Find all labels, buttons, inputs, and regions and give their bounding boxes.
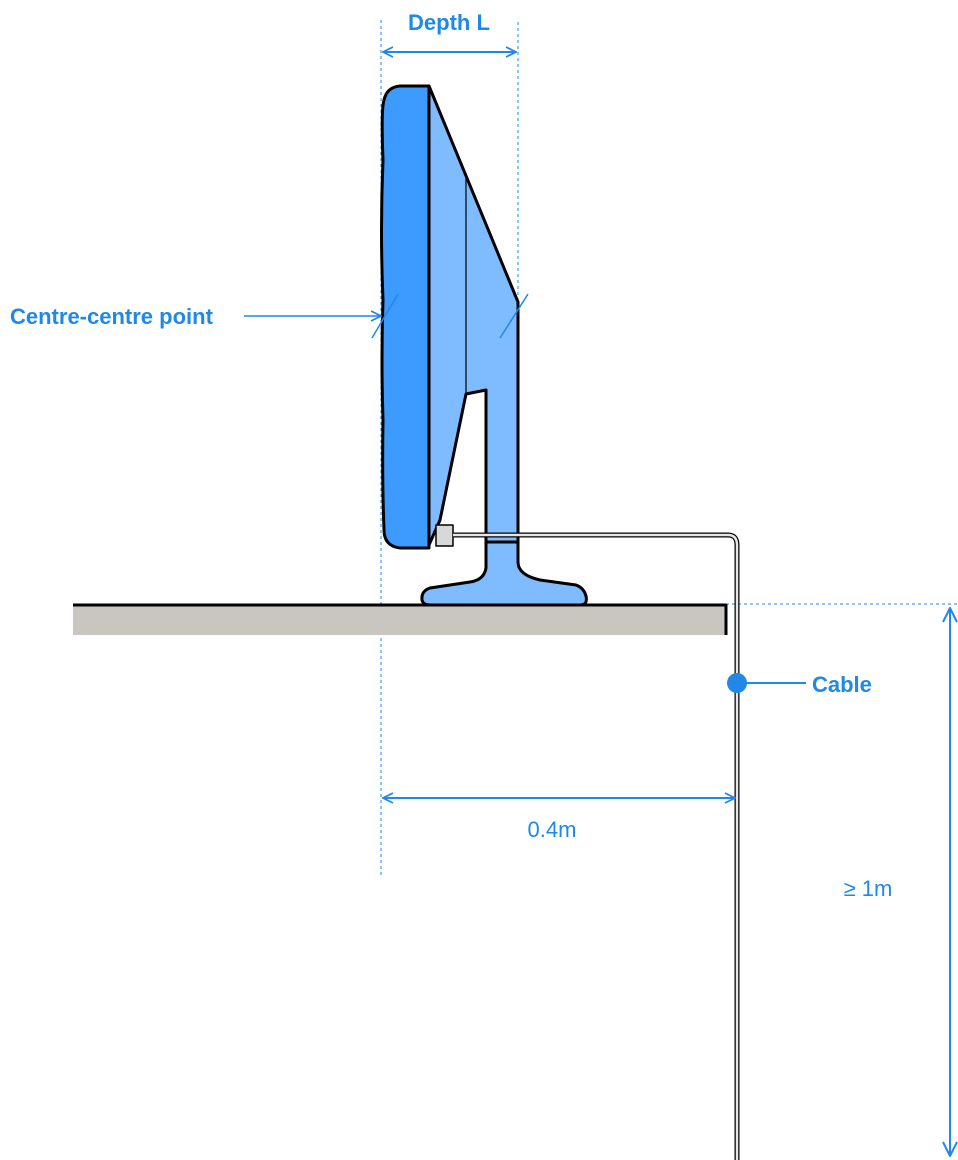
centre-point-label: Centre-centre point [10,304,214,329]
desk [73,604,726,635]
monitor-body [429,86,518,545]
vertical-distance-label: ≥ 1m [844,876,893,901]
horizontal-distance-label: 0.4m [528,817,577,842]
monitor-screen [382,86,430,548]
cable-callout: Cable [727,672,872,697]
cable-marker-dot [727,673,747,693]
monitor [382,86,587,605]
desk-surface [73,604,726,635]
cable-label: Cable [812,672,872,697]
monitor-foot [422,538,587,605]
cable-connector [436,525,453,546]
depth-dimension: Depth L [383,10,516,52]
depth-label: Depth L [408,10,490,35]
horizontal-distance-dimension: 0.4m [383,798,735,842]
reference-lines [381,20,958,878]
centre-point-callout: Centre-centre point [10,304,381,329]
